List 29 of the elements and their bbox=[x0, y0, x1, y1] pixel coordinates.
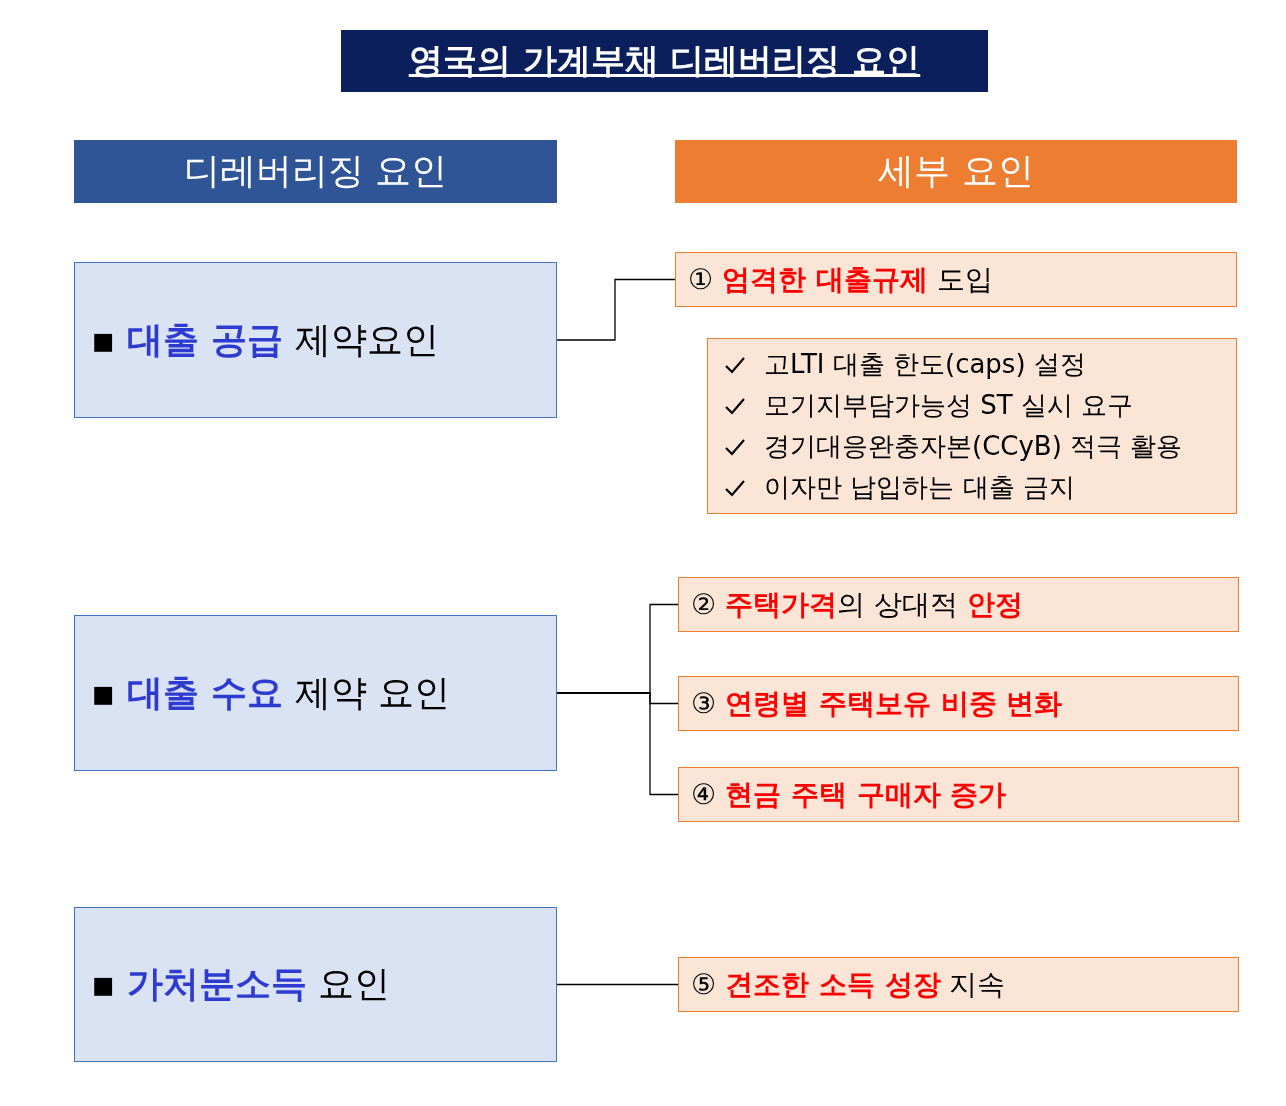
header-label: 디레버리징 요인 bbox=[183, 149, 448, 193]
factor-box bbox=[74, 262, 557, 418]
box-label: ▪ 대출 공급 제약요인 bbox=[91, 317, 439, 362]
connector-line bbox=[556, 983, 679, 986]
check-item: 이자만 납입하는 대출 금지 bbox=[764, 471, 1075, 504]
detail-box bbox=[678, 676, 1239, 731]
title-banner: 영국의 가계부채 디레버리징 요인 bbox=[341, 30, 988, 92]
box-label: ③ 연령별 주택보유 비중 변화 bbox=[691, 685, 1063, 722]
box-label: ▪ 가처분소득 요인 bbox=[91, 962, 391, 1006]
box-label: ① 엄격한 대출규제 도입 bbox=[688, 261, 993, 298]
header-label: 세부 요인 bbox=[878, 149, 1034, 193]
detail-box bbox=[675, 252, 1237, 307]
detail-box bbox=[678, 767, 1239, 822]
detail-box bbox=[678, 577, 1239, 632]
check-item: 경기대응완충자본(CCyB) 적극 활용 bbox=[764, 430, 1183, 463]
box-label: ④ 현금 주택 구매자 증가 bbox=[691, 776, 1007, 813]
box-label: ⑤ 견조한 소득 성장 지속 bbox=[691, 966, 1006, 1003]
box-label: ② 주택가격의 상대적 안정 bbox=[691, 586, 1023, 623]
factor-box bbox=[74, 615, 557, 771]
detail-box bbox=[678, 957, 1239, 1012]
box-label: ▪ 대출 수요 제약 요인 bbox=[91, 670, 451, 715]
column-header bbox=[675, 140, 1237, 203]
connector-line bbox=[556, 692, 679, 796]
check-item: 고LTI 대출 한도(caps) 설정 bbox=[764, 348, 1086, 381]
checklist-box bbox=[707, 338, 1237, 514]
connector-line bbox=[556, 278, 676, 341]
column-header bbox=[74, 140, 557, 203]
check-item: 모기지부담가능성 ST 실시 요구 bbox=[764, 389, 1134, 422]
factor-box bbox=[74, 907, 557, 1062]
